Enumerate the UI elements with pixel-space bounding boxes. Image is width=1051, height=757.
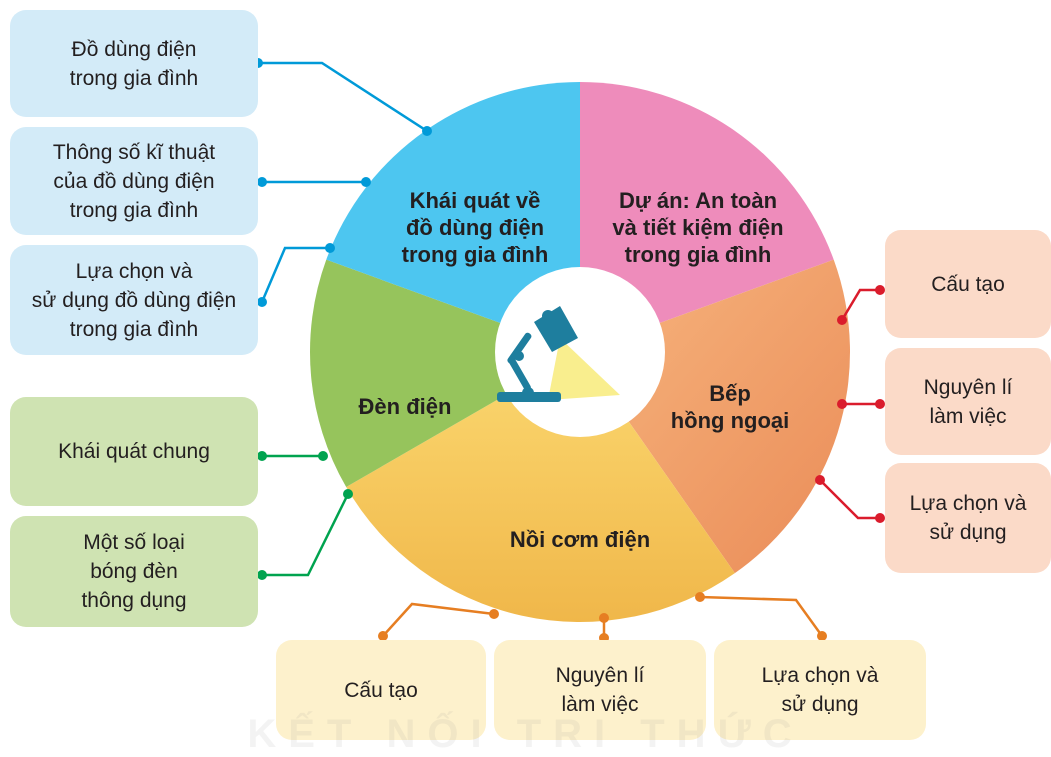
branch-box-rice-cooker-choose-use: Lựa chọn và sử dụng [714, 640, 926, 740]
connector-orange-1 [378, 602, 499, 641]
connector-orange-2 [599, 613, 609, 643]
connector-orange-3 [695, 592, 827, 641]
segment-electric-lamp [309, 259, 580, 487]
branch-box-cooker-structure: Cấu tạo [885, 230, 1051, 338]
connector-red-2 [837, 399, 885, 409]
segment-label-infrared-cooker: Bếp hồng ngoại [670, 381, 790, 433]
branch-box-cooker-principle: Nguyên lí làm việc [885, 348, 1051, 455]
branch-box-common-bulbs: Một số loại bóng đèn thông dụng [10, 516, 258, 627]
connector-green-2 [257, 489, 353, 580]
connector-blue-3 [257, 243, 335, 307]
segment-safety-project [580, 82, 834, 352]
segment-label-safety-project: Dự án: An toàn và tiết kiệm điện trong g… [612, 188, 784, 267]
publisher-watermark: KẾT NỐI TRI THỨC [247, 712, 804, 756]
segment-label-rice-cooker: Nồi cơm điện [509, 527, 651, 552]
connector-blue-2 [257, 177, 371, 187]
connector-red-1 [837, 285, 885, 325]
branch-box-technical-specs: Thông số kĩ thuật của đồ dùng điện trong… [10, 127, 258, 235]
connector-green-1 [257, 451, 328, 461]
segment-label-electric-lamp: Đèn điện [358, 394, 452, 419]
connector-blue-1 [253, 58, 432, 136]
segment-label-overview-appliances: Khái quát về đồ dùng điện trong gia đình [401, 188, 549, 267]
branch-box-rice-cooker-principle: Nguyên lí làm việc [494, 640, 706, 740]
branch-box-general-overview: Khái quát chung [10, 397, 258, 506]
branch-box-rice-cooker-structure: Cấu tạo [276, 640, 486, 740]
branch-box-cooker-choose-use: Lựa chọn và sử dụng [885, 463, 1051, 573]
branch-box-choose-and-use-appliances: Lựa chọn và sử dụng đồ dùng điện trong g… [10, 245, 258, 355]
segment-overview-appliances [326, 82, 580, 352]
branch-box-household-appliances: Đồ dùng điện trong gia đình [10, 10, 258, 117]
connector-red-3 [815, 475, 885, 523]
segment-rice-cooker [346, 352, 735, 623]
desk-lamp-icon [497, 306, 620, 402]
